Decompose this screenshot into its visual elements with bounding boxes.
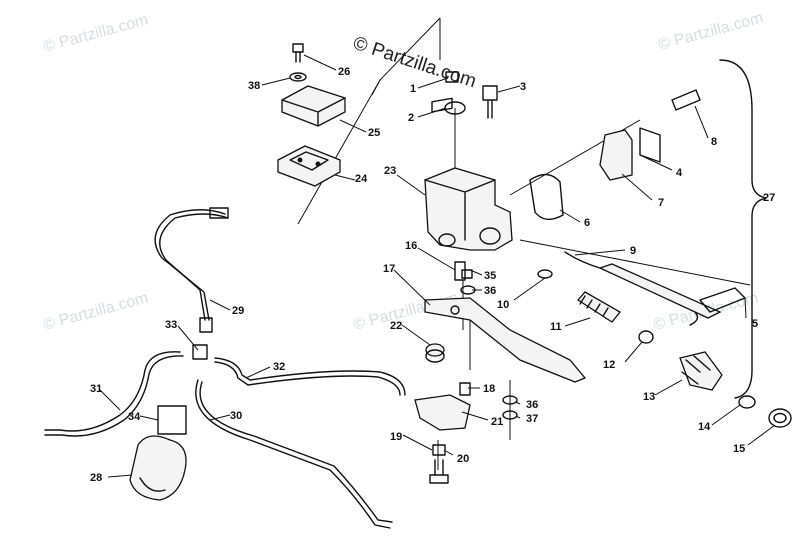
callout-26: 26: [338, 66, 350, 78]
part-24-diaphragm: [277, 145, 341, 187]
callout-30: 30: [230, 410, 242, 422]
part-32-hose: [214, 357, 406, 396]
part-33-junction: [192, 344, 208, 360]
callout-11: 11: [550, 321, 562, 333]
part-31-hose: [44, 351, 181, 432]
callout-25: 25: [368, 127, 380, 139]
lever-lower-parts: [414, 343, 518, 431]
part-28-caliper-cover: [129, 435, 187, 501]
callout-27: 27: [763, 192, 775, 204]
callout-31: 31: [90, 383, 102, 395]
callout-32: 32: [273, 361, 285, 373]
part-35-nut: [461, 269, 473, 279]
callout-35: 35: [484, 270, 496, 282]
callout-8: 8: [711, 136, 717, 148]
part-7-switch: [599, 129, 633, 181]
part-25-cover: [281, 85, 346, 127]
callout-leaders: [99, 54, 776, 478]
part-26-screw-shank: [295, 51, 301, 63]
part-15-washer: [768, 408, 792, 428]
part-13-spring: [679, 351, 723, 391]
part-10-clip: [537, 269, 553, 279]
brake-lines: [44, 207, 406, 529]
part-18-collar: [459, 382, 471, 396]
switch-and-bracket: [529, 89, 701, 220]
part-30-hose: [195, 379, 391, 529]
callout-18: 18: [483, 383, 495, 395]
callout-23: 23: [384, 165, 396, 177]
callout-28: 28: [90, 472, 102, 484]
part-19-bolt: [434, 459, 444, 476]
group-bracket-27: [719, 59, 767, 399]
callout-37: 37: [526, 413, 538, 425]
callout-14: 14: [698, 421, 711, 433]
callout-6: 6: [584, 217, 590, 229]
callout-10: 10: [497, 299, 509, 311]
watermark-mid-left: © Partzilla.com: [42, 290, 151, 334]
part-14-washer: [738, 395, 756, 409]
callout-22: 22: [390, 320, 402, 332]
watermark-top-right: © Partzilla.com: [657, 10, 766, 54]
part-6-clamp: [529, 173, 564, 220]
callout-36-upper: 36: [484, 285, 496, 297]
reservoir-cap-assembly: [277, 43, 346, 187]
callout-2: 2: [408, 112, 414, 124]
part-17-lever: [424, 297, 587, 383]
callout-12: 12: [603, 359, 615, 371]
part-38-washer: [289, 72, 307, 82]
boot-and-spring: [577, 291, 792, 428]
callout-4: 4: [676, 167, 683, 179]
watermark-top-left: © Partzilla.com: [42, 12, 151, 56]
callout-34: 34: [128, 411, 141, 423]
part-21-bracket: [414, 394, 471, 431]
callout-13: 13: [643, 391, 655, 403]
callout-29: 29: [232, 305, 244, 317]
throttle-cable-assembly: [537, 251, 746, 326]
callout-33: 33: [165, 319, 177, 331]
part-8-screw: [671, 89, 701, 111]
callout-17: 17: [383, 263, 395, 275]
part-1-bolt: [445, 71, 459, 83]
callout-5: 5: [752, 318, 758, 330]
callout-36-lower: 36: [526, 399, 538, 411]
callout-7: 7: [658, 197, 664, 209]
part-23-master-cylinder: [424, 97, 513, 251]
callout-38: 38: [248, 80, 260, 92]
part-26-screw-head: [292, 43, 304, 53]
part-20-nut: [432, 444, 446, 456]
callout-16: 16: [405, 240, 417, 252]
callout-1: 1: [410, 83, 416, 95]
part-34-label: [157, 405, 187, 435]
callout-21: 21: [491, 416, 503, 428]
callout-19: 19: [390, 431, 402, 443]
callout-labels: 1 2 3 4 5 6 7 8 9 10 11 12 13 14 15 16 1…: [90, 66, 775, 484]
callout-3: 3: [520, 81, 526, 93]
callout-15: 15: [733, 443, 745, 455]
part-11-boot: [577, 291, 621, 323]
part-4-shim: [639, 127, 661, 163]
part-16-pivot-bolt: [454, 261, 466, 281]
bolt-19-20: [429, 444, 449, 484]
part-12-washer: [638, 330, 654, 344]
part-3-bleeder: [482, 85, 498, 119]
part-36-washer-b: [502, 395, 518, 405]
callout-24: 24: [355, 173, 368, 185]
callout-20: 20: [457, 453, 469, 465]
callout-9: 9: [630, 245, 636, 257]
part-37-washer: [502, 410, 518, 420]
